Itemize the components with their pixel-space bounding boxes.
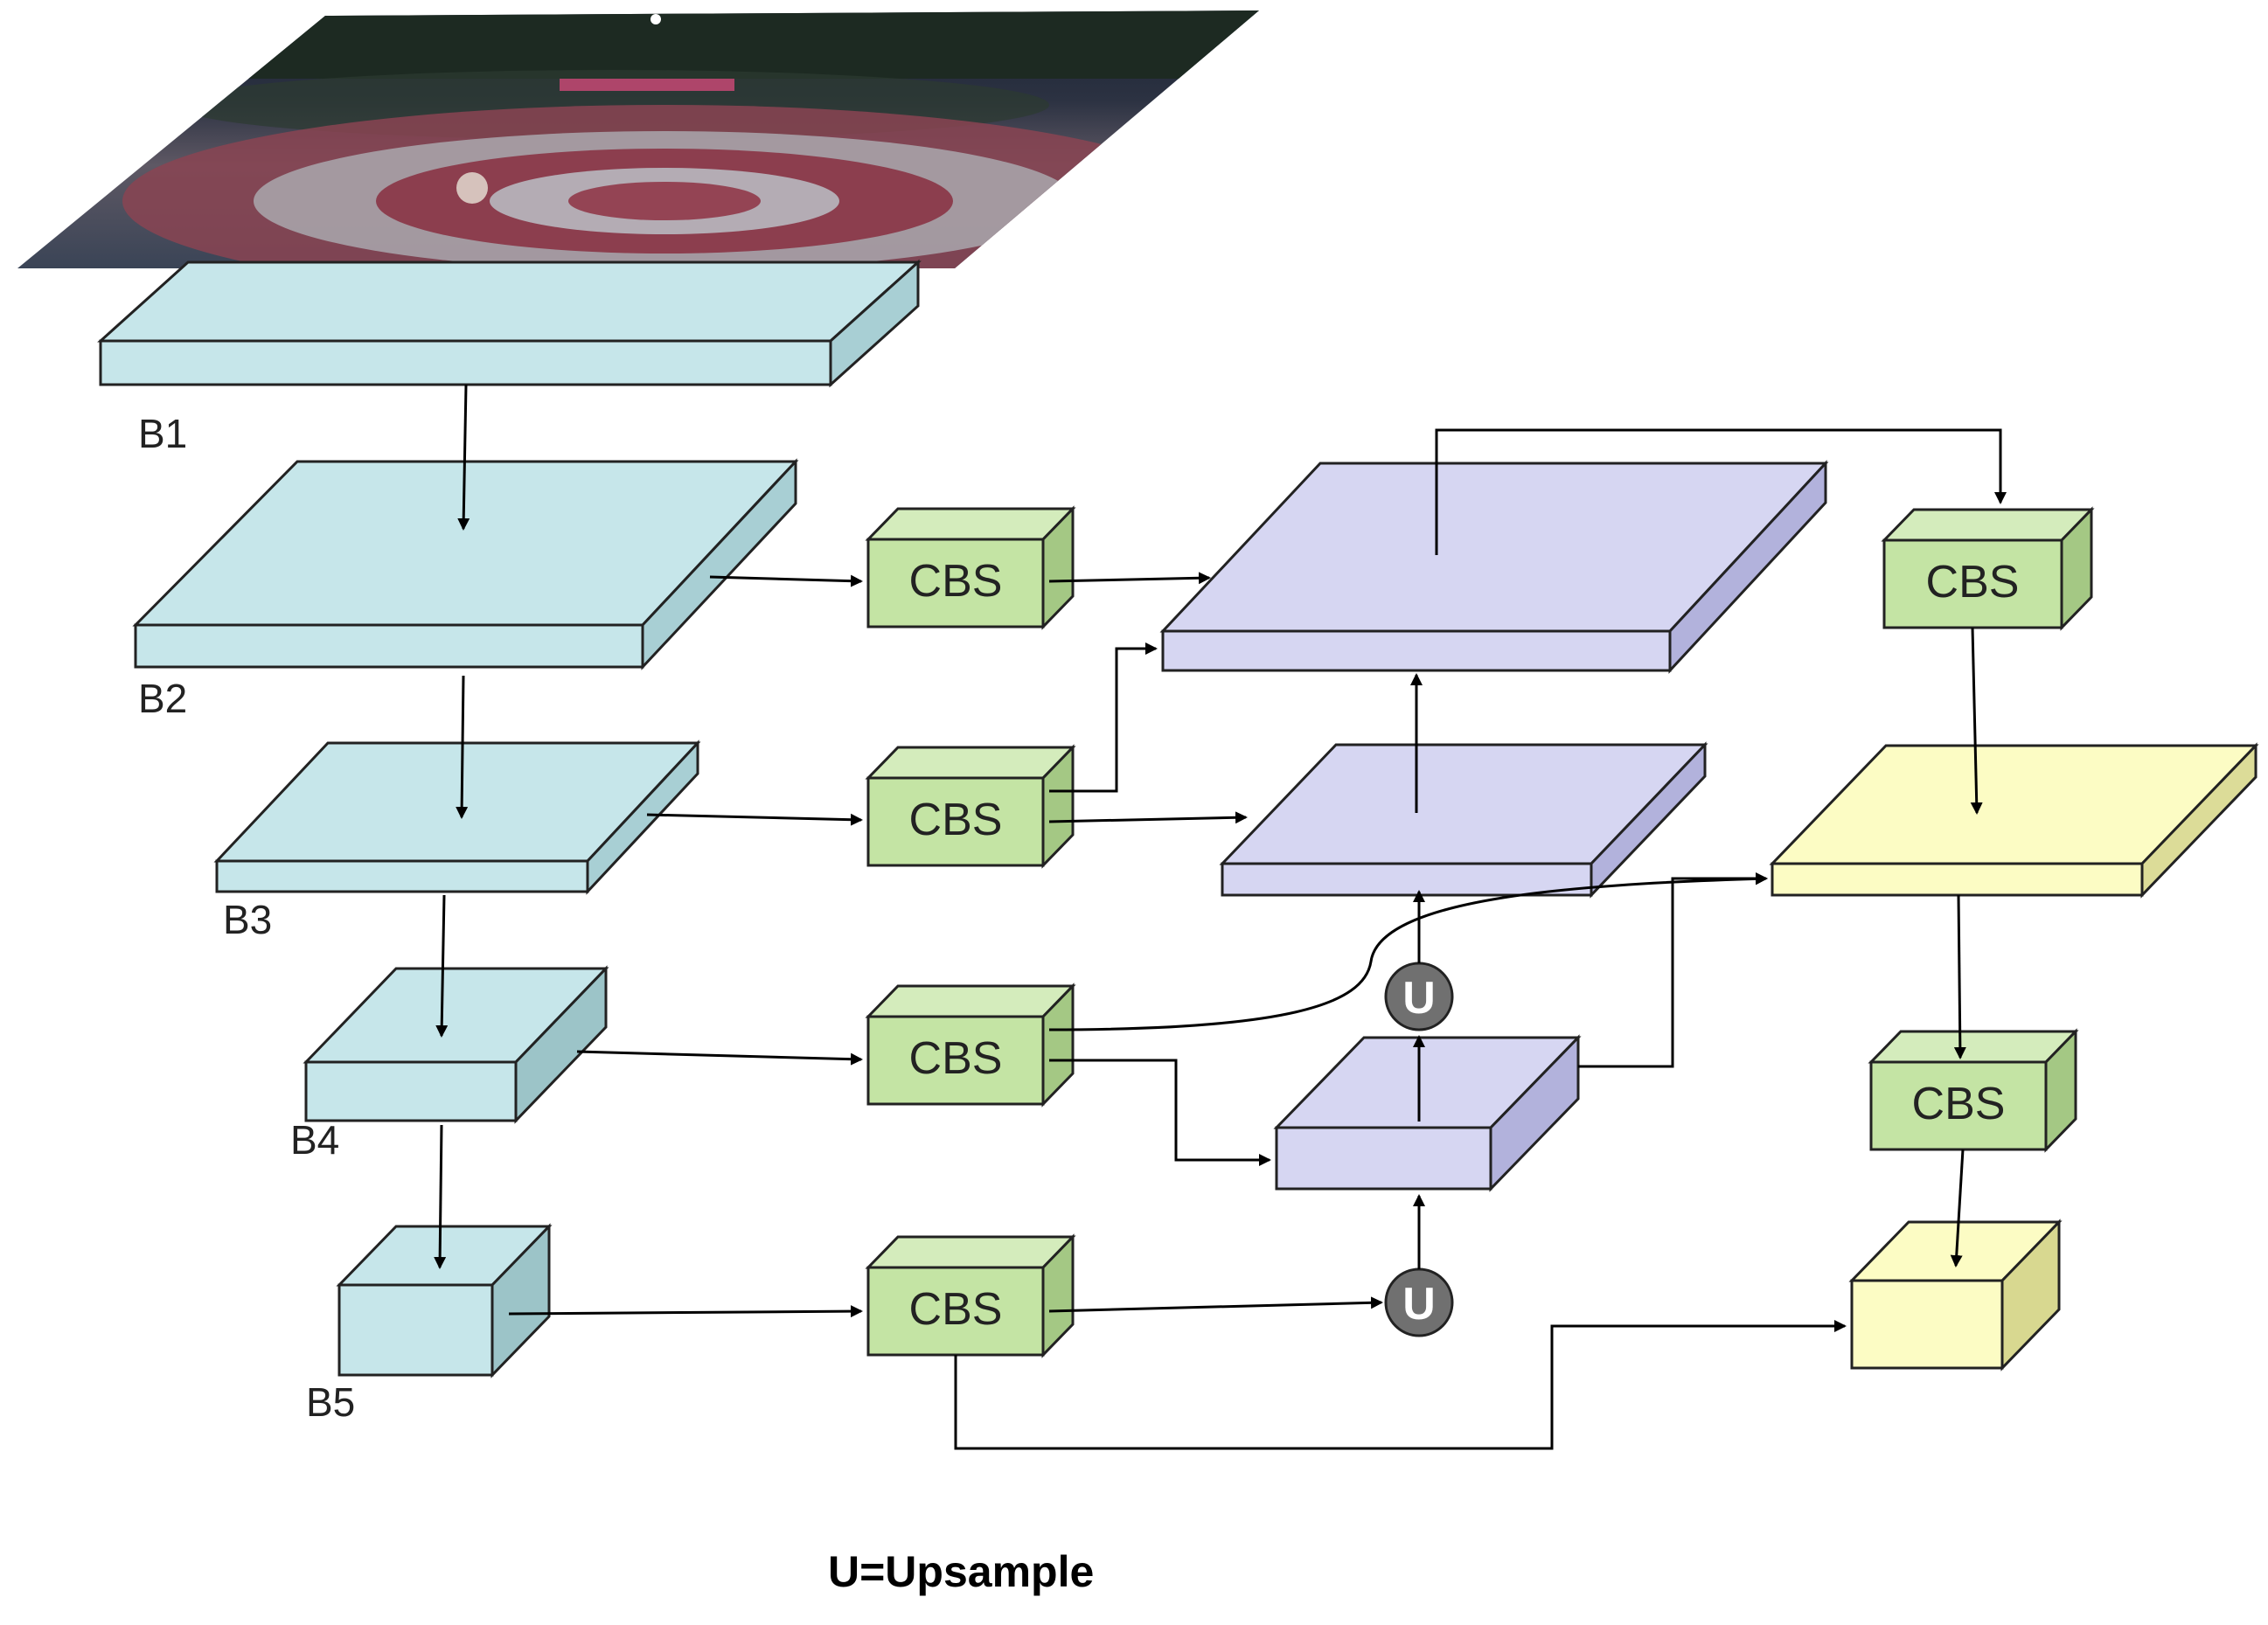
svg-text:CBS: CBS — [1912, 1079, 2006, 1129]
svg-text:U: U — [1402, 1279, 1436, 1330]
legend-upsample: U=Upsample — [828, 1547, 1094, 1596]
backbone-block-b1 — [97, 259, 922, 388]
upsample-circle-2: U — [1384, 1267, 1454, 1337]
svg-text:CBS: CBS — [909, 556, 1003, 607]
backbone-block-b5 — [336, 1223, 553, 1378]
label-b5: B5 — [306, 1379, 355, 1425]
head-block-small — [1848, 1219, 2063, 1372]
backbone-block-b3 — [213, 740, 701, 895]
svg-text:CBS: CBS — [1926, 557, 2020, 608]
cbs-module-4: CBS — [865, 1233, 1076, 1358]
svg-text:CBS: CBS — [909, 1284, 1003, 1335]
backbone-block-b4 — [303, 965, 609, 1124]
input-image — [17, 10, 1259, 268]
label-b2: B2 — [138, 676, 187, 721]
cbs-module-1: CBS — [865, 505, 1076, 630]
svg-text:U: U — [1402, 973, 1436, 1024]
head-block-large — [1769, 742, 2259, 899]
backbone-block-b2 — [132, 458, 799, 670]
cbs-module-2: CBS — [865, 744, 1076, 869]
neck-block-top — [1159, 460, 1829, 674]
cbs-module-3: CBS — [865, 983, 1076, 1108]
connections — [434, 384, 2007, 1450]
cbs-module-right-top: CBS — [1881, 506, 2095, 631]
upsample-circle-1: U — [1384, 962, 1454, 1031]
label-b1: B1 — [138, 411, 187, 456]
label-b3: B3 — [223, 897, 272, 942]
neck-block-bottom — [1273, 1034, 1582, 1192]
svg-text:CBS: CBS — [909, 795, 1003, 845]
cbs-module-right-bottom: CBS — [1868, 1028, 2079, 1153]
neck-block-middle — [1219, 741, 1708, 899]
label-b4: B4 — [290, 1117, 339, 1163]
svg-text:CBS: CBS — [909, 1033, 1003, 1084]
